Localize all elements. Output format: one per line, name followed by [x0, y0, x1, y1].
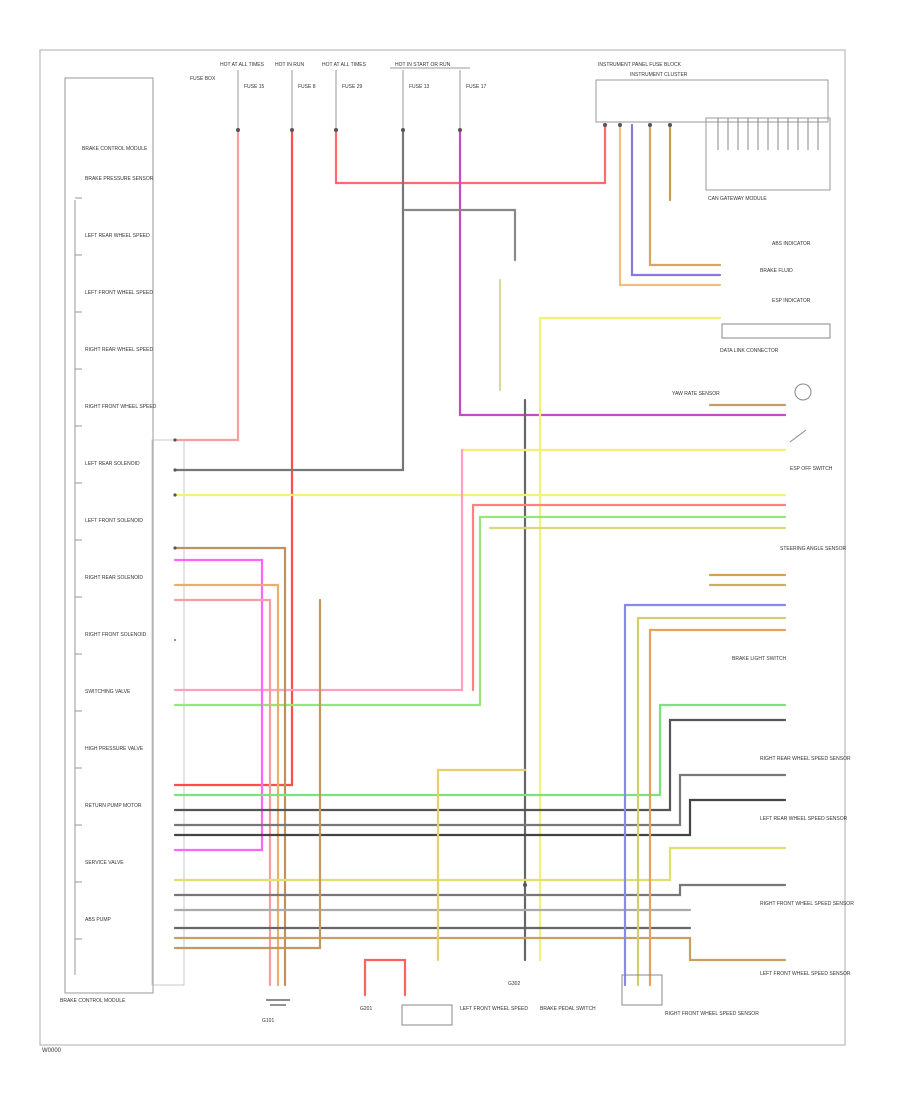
label-right-front: RIGHT FRONT WHEEL SPEED SENSOR	[665, 1011, 759, 1017]
wire-red-bottom	[363, 958, 407, 997]
label-data-link: DATA LINK CONNECTOR	[720, 348, 779, 354]
left-section-label: LEFT FRONT WHEEL SPEED	[85, 290, 153, 296]
wire-yellow-wheel	[173, 846, 787, 882]
wire-brown-wheel	[173, 936, 787, 962]
label-lr-sensor: LEFT REAR WHEEL SPEED SENSOR	[760, 816, 848, 822]
data-link-box	[721, 323, 831, 339]
label-can: CAN GATEWAY MODULE	[708, 196, 767, 202]
wire-fuse13	[173, 128, 405, 472]
wire-cluster-1	[618, 123, 722, 287]
label-hot-2: HOT IN RUN	[275, 62, 304, 68]
top-fuse-stubs	[237, 67, 470, 130]
wire-dark-wheel	[173, 798, 787, 837]
label-rf-sensor: RIGHT FRONT WHEEL SPEED SENSOR	[760, 901, 854, 907]
wire-fuse17	[458, 128, 787, 417]
left-section-label: ABS PUMP	[85, 917, 112, 923]
label-hot-1: HOT AT ALL TIMES	[220, 62, 265, 68]
left-section-label: LEFT FRONT SOLENOID	[85, 518, 143, 524]
label-fuse-1: FUSE 15	[244, 84, 265, 90]
label-fuse-3: FUSE 29	[342, 84, 363, 90]
left-section-label: RIGHT REAR SOLENOID	[85, 575, 143, 581]
wire-pink-loop	[173, 448, 464, 692]
label-fuse-box: FUSE BOX	[190, 76, 216, 82]
diagram-border	[39, 49, 846, 1046]
wire-fuse8	[173, 128, 294, 787]
left-section-label: SERVICE VALVE	[85, 860, 124, 866]
label-brake-indicator: BRAKE FLUID	[760, 268, 793, 274]
brake-module-outline	[64, 77, 154, 994]
wire-brown-loop	[173, 546, 287, 987]
wire-group	[173, 123, 787, 997]
left-section-label: RETURN PUMP MOTOR	[85, 803, 142, 809]
wire-green-loop	[173, 515, 482, 707]
left-section-label: LEFT REAR SOLENOID	[85, 461, 140, 467]
label-ground-3: G302	[508, 981, 520, 987]
label-rr-sensor: RIGHT REAR WHEEL SPEED SENSOR	[760, 756, 851, 762]
ground-symbols	[266, 999, 290, 1006]
esp-switch-symbol	[789, 429, 807, 443]
label-abs-indicator: ABS INDICATOR	[772, 241, 811, 247]
wire-fuse15	[173, 128, 240, 442]
left-section-label: RIGHT FRONT SOLENOID	[85, 632, 147, 638]
label-fuse-5: FUSE 17	[466, 84, 487, 90]
brake-pedal-box	[401, 1004, 453, 1026]
wire-cluster-2	[630, 123, 722, 277]
instrument-cluster-box	[595, 79, 829, 123]
label-fuse-4: FUSE 13	[409, 84, 430, 90]
label-left-front: LEFT FRONT WHEEL SPEED	[460, 1006, 528, 1012]
left-section-label: HIGH PRESSURE VALVE	[85, 746, 144, 752]
label-cluster: INSTRUMENT CLUSTER	[630, 72, 688, 78]
wire-gray-wheel	[173, 718, 787, 812]
wire-magenta-loop	[173, 558, 264, 852]
label-brake-light: BRAKE LIGHT SWITCH	[732, 656, 786, 662]
wire-pink-v	[173, 598, 272, 987]
connector-dots	[173, 123, 672, 887]
left-section-label: BRAKE PRESSURE SENSOR	[85, 176, 154, 182]
label-esp-switch: ESP OFF SWITCH	[790, 466, 833, 472]
label-yaw-sensor: YAW RATE SENSOR	[672, 391, 720, 397]
left-section-label: LEFT REAR WHEEL SPEED	[85, 233, 150, 239]
left-section-label: SWITCHING VALVE	[85, 689, 131, 695]
wire-tan	[173, 583, 280, 987]
wire-brown-up	[173, 598, 322, 950]
left-section-label: RIGHT FRONT WHEEL SPEED	[85, 404, 157, 410]
wire-gray-wheel-3	[173, 883, 787, 897]
wire-green-wheel	[173, 703, 787, 797]
wire-yellow-bottom	[436, 768, 527, 962]
left-section-labels: BRAKE PRESSURE SENSOR LEFT REAR WHEEL SPE…	[75, 176, 157, 940]
label-hot-4: HOT IN START OR RUN	[395, 62, 451, 68]
label-hot-3: HOT AT ALL TIMES	[322, 62, 367, 68]
yaw-sensor-symbol	[794, 383, 812, 401]
footer-code: W0000	[42, 1048, 62, 1054]
rf-sensor-box	[621, 974, 663, 1006]
wire-brake-switch	[403, 208, 517, 262]
left-section-label: RIGHT REAR WHEEL SPEED	[85, 347, 153, 353]
module-title: BRAKE CONTROL MODULE	[82, 146, 148, 152]
label-ground-2: G201	[360, 1006, 372, 1012]
label-module-bottom: BRAKE CONTROL MODULE	[60, 998, 126, 1004]
right-components	[401, 323, 831, 1026]
label-ip-fuse: INSTRUMENT PANEL FUSE BLOCK	[598, 62, 682, 68]
wire-gray-wheel-2	[173, 773, 787, 827]
label-esp-indicator: ESP INDICATOR	[772, 298, 811, 304]
connector-pin-column	[151, 439, 185, 986]
wire-fuse29	[334, 123, 607, 185]
label-steering: STEERING ANGLE SENSOR	[780, 546, 847, 552]
wire-cluster-3	[648, 123, 722, 267]
can-gateway-pins	[717, 118, 819, 150]
label-brake-pedal: BRAKE PEDAL SWITCH	[540, 1006, 596, 1012]
label-ground-1: G101	[262, 1018, 274, 1024]
label-lf-sensor: LEFT FRONT WHEEL SPEED SENSOR	[760, 971, 851, 977]
label-fuse-2: FUSE 8	[298, 84, 316, 90]
